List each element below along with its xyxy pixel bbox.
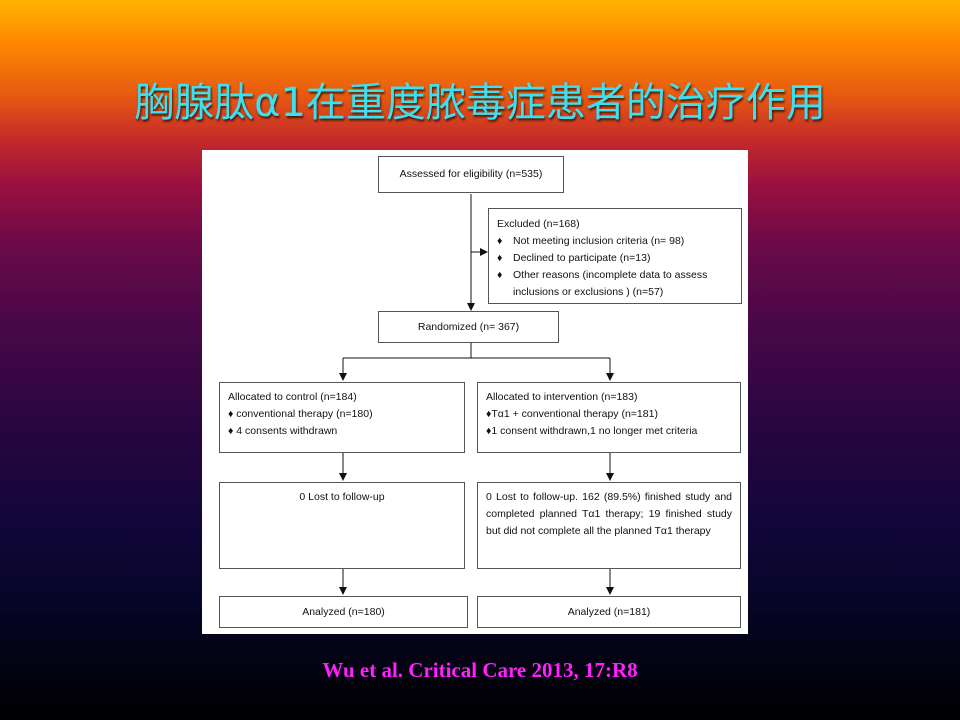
control-followup-text: 0 Lost to follow-up	[299, 491, 385, 503]
excluded-item: ♦Not meeting inclusion criteria (n= 98)	[497, 235, 685, 247]
intervention-allocation-box: Allocated to intervention (n=183) ♦Tα1 +…	[477, 382, 741, 453]
control-allocation-box: Allocated to control (n=184) ♦ conventio…	[219, 382, 465, 453]
intervention-analyzed-box: Analyzed (n=181)	[477, 596, 741, 628]
control-item: ♦ conventional therapy (n=180)	[228, 408, 373, 420]
intervention-followup-box: 0 Lost to follow-up. 162 (89.5%) finishe…	[477, 482, 741, 569]
randomized-text: Randomized (n= 367)	[417, 320, 520, 333]
intervention-analyzed-text: Analyzed (n=181)	[567, 605, 651, 618]
slide-title: 胸腺肽α1在重度脓毒症患者的治疗作用	[134, 80, 826, 126]
citation: Wu et al. Critical Care 2013, 17:R8	[322, 658, 638, 682]
control-analyzed-text: Analyzed (n=180)	[302, 605, 385, 618]
control-heading: Allocated to control (n=184)	[228, 391, 357, 403]
control-followup-box: 0 Lost to follow-up	[219, 482, 465, 569]
control-item: ♦ 4 consents withdrawn	[228, 425, 338, 437]
excluded-item-continued: inclusions or exclusions ) (n=57)	[513, 286, 664, 298]
excluded-heading: Excluded (n=168)	[497, 218, 580, 230]
flow-connectors	[339, 194, 614, 595]
assessed-text: Assessed for eligibility (n=535)	[399, 168, 543, 180]
excluded-item: ♦Other reasons (incomplete data to asses…	[497, 269, 708, 281]
assessed-box: Assessed for eligibility (n=535)	[378, 156, 564, 193]
control-analyzed-box: Analyzed (n=180)	[219, 596, 468, 628]
consort-flowchart: Assessed for eligibility (n=535) Exclude…	[202, 150, 748, 634]
intervention-item: ♦1 consent withdrawn,1 no longer met cri…	[486, 425, 698, 437]
randomized-box: Randomized (n= 367)	[378, 311, 559, 343]
intervention-item: ♦Tα1 + conventional therapy (n=181)	[486, 408, 658, 420]
intervention-heading: Allocated to intervention (n=183)	[486, 391, 638, 403]
intervention-followup-text: 0 Lost to follow-up. 162 (89.5%) finishe…	[486, 491, 732, 537]
excluded-item: ♦Declined to participate (n=13)	[497, 252, 651, 264]
excluded-box: Excluded (n=168) ♦Not meeting inclusion …	[488, 208, 742, 304]
